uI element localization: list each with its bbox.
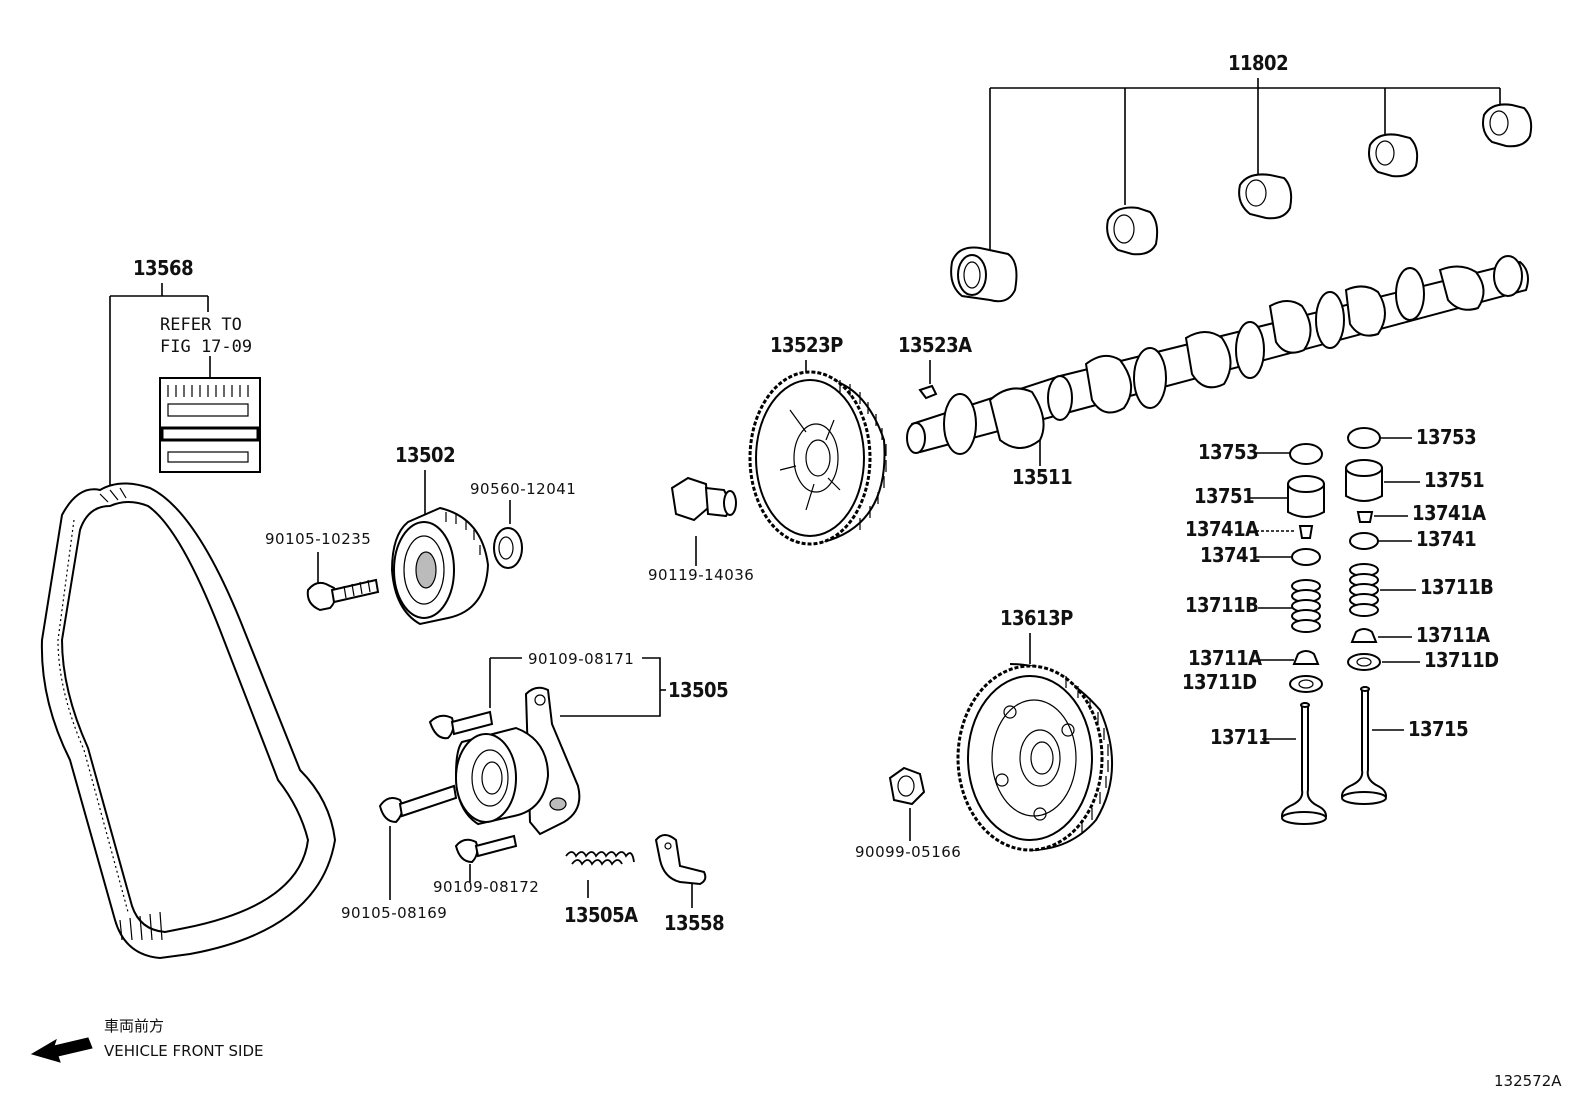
key-13523A: 13523A	[898, 333, 973, 400]
bolt-90105-10235: 90105-10235	[265, 530, 380, 612]
spring-13711B-right	[1349, 563, 1379, 617]
idler-pulley-13502: 13502	[390, 443, 490, 626]
spring-13505A: 13505A	[564, 851, 639, 927]
label-13711B-left[interactable]: 13711B	[1185, 593, 1259, 617]
valve-13711	[1280, 702, 1328, 825]
valve-stack-right: 13753 13751 13741A 13741 13711B 13711A 1…	[1340, 425, 1499, 805]
tensioner-13505: 90109-08171 13505	[428, 650, 729, 836]
belt-reference-icon	[159, 377, 261, 473]
label-13711B-right[interactable]: 13711B	[1420, 575, 1494, 599]
label-90099-05166[interactable]: 90099-05166	[855, 843, 961, 861]
label-13711D-left[interactable]: 13711D	[1182, 670, 1257, 694]
bearing-bushing-2	[1106, 206, 1159, 256]
label-90560-12041[interactable]: 90560-12041	[470, 480, 576, 498]
label-13751-left[interactable]: 13751	[1194, 484, 1255, 508]
label-13505[interactable]: 13505	[668, 678, 729, 702]
label-13523P[interactable]: 13523P	[770, 333, 844, 357]
front-direction-arrow-icon	[30, 1037, 93, 1063]
shim-13753-right	[1347, 427, 1381, 449]
seal-13711A-left	[1292, 650, 1320, 665]
camshaft-13511: 13511	[906, 255, 1529, 489]
label-13511[interactable]: 13511	[1012, 465, 1073, 489]
washer-90560-12041: 90560-12041	[470, 480, 576, 569]
retainer-13741-left	[1291, 548, 1321, 566]
label-13741-left[interactable]: 13741	[1200, 543, 1261, 567]
seat-13711D-left	[1289, 675, 1323, 693]
keeper-13741A-left	[1298, 525, 1314, 539]
refer-note-line2: FIG 17-09	[160, 337, 252, 357]
camshaft-pulley-13523P: 13523P	[748, 333, 887, 546]
seal-13711A-right	[1350, 628, 1378, 643]
label-13711A-right[interactable]: 13711A	[1416, 623, 1491, 647]
bearing-bushing-5	[1482, 103, 1533, 148]
label-13711[interactable]: 13711	[1210, 725, 1271, 749]
spring-13711B-left	[1291, 579, 1321, 633]
label-13751-right[interactable]: 13751	[1424, 468, 1485, 492]
bracket-13558: 13558	[654, 834, 725, 935]
label-13715[interactable]: 13715	[1408, 717, 1469, 741]
keeper-13741A-right	[1356, 511, 1374, 523]
front-side-japanese: 車両前方	[104, 1017, 164, 1035]
label-90109-08171[interactable]: 90109-08171	[528, 650, 634, 668]
valve-stack-left: 13753 13751 13741A 13741 13711B 13711A 1…	[1182, 440, 1328, 825]
tensioner-bolt-upper	[428, 710, 494, 740]
seat-13711D-right	[1347, 653, 1381, 671]
drawing-number: 132572A	[1494, 1072, 1562, 1090]
bearing-bushing-3	[1238, 173, 1293, 220]
pulley-13613P: 13613P	[956, 606, 1114, 852]
lifter-13751-left	[1287, 475, 1325, 518]
label-13741A-right[interactable]: 13741A	[1412, 501, 1487, 525]
label-13711D-right[interactable]: 13711D	[1424, 648, 1499, 672]
vehicle-front-direction: 車両前方 VEHICLE FRONT SIDE	[30, 1017, 264, 1063]
bearing-set-11802: 11802	[950, 51, 1533, 303]
bearing-bushing-4	[1368, 133, 1419, 178]
label-13523A[interactable]: 13523A	[898, 333, 973, 357]
label-90109-08172[interactable]: 90109-08172	[433, 878, 539, 896]
valve-13715	[1340, 686, 1388, 805]
tensioner-pulley	[454, 726, 550, 826]
bolt-90119-14036: 90119-14036	[648, 476, 754, 584]
label-13711A-left[interactable]: 13711A	[1188, 646, 1263, 670]
label-13558[interactable]: 13558	[664, 911, 725, 935]
bearing-bushing-1	[950, 246, 1018, 303]
nut-90099-05166: 90099-05166	[855, 766, 961, 861]
label-13505A[interactable]: 13505A	[564, 903, 639, 927]
retainer-13741-right	[1349, 532, 1379, 550]
timing-belt-13568: 13568 REFER TO FIG 17-09	[40, 256, 337, 960]
label-13613P[interactable]: 13613P	[1000, 606, 1074, 630]
refer-note-line1: REFER TO	[160, 315, 242, 335]
label-90105-08169[interactable]: 90105-08169	[341, 904, 447, 922]
label-90119-14036[interactable]: 90119-14036	[648, 566, 754, 584]
label-90105-10235[interactable]: 90105-10235	[265, 530, 371, 548]
label-13753-right[interactable]: 13753	[1416, 425, 1477, 449]
lifter-13751-right	[1345, 459, 1383, 502]
label-11802[interactable]: 11802	[1228, 51, 1289, 75]
shim-13753-left	[1289, 443, 1323, 465]
bolt-90109-08172: 90109-08172	[433, 834, 539, 896]
bolt-90105-08169: 90105-08169	[341, 784, 458, 922]
label-13741A-left[interactable]: 13741A	[1185, 517, 1260, 541]
label-13741-right[interactable]: 13741	[1416, 527, 1477, 551]
label-13753-left[interactable]: 13753	[1198, 440, 1259, 464]
label-13568[interactable]: 13568	[133, 256, 194, 280]
front-side-english: VEHICLE FRONT SIDE	[104, 1042, 264, 1060]
label-13502[interactable]: 13502	[395, 443, 456, 467]
